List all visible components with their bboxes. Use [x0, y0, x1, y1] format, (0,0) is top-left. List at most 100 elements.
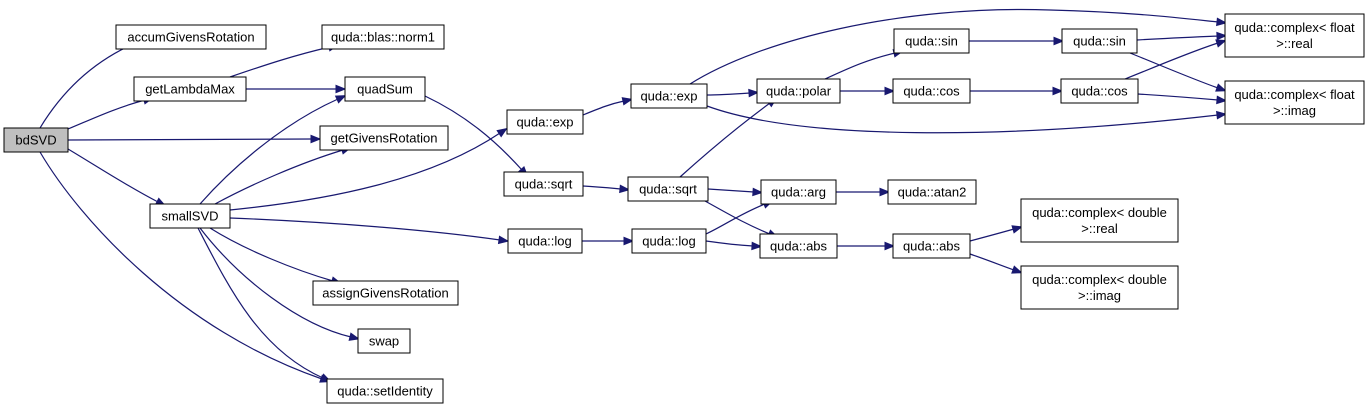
node-accum-givens-rotation[interactable]: accumGivensRotation: [115, 24, 267, 50]
edge-line: [424, 95, 523, 171]
arrowhead: [335, 84, 347, 94]
edge-line: [209, 227, 334, 282]
node-quda-log-1[interactable]: quda::log: [507, 228, 583, 254]
edge-bd-svd-to-get-lambda-max: [67, 96, 155, 130]
node-label: quda::complex< float: [1234, 87, 1355, 102]
edge-quda-cos-2-to-complex-float-imag: [1137, 93, 1228, 105]
node-quda-arg[interactable]: quda::arg: [760, 179, 837, 205]
edge-line: [1124, 42, 1219, 80]
arrowhead: [751, 241, 763, 251]
edge-line: [969, 228, 1015, 242]
arrowhead: [1053, 36, 1065, 46]
edge-line: [229, 132, 501, 211]
node-label: quda::log: [642, 234, 696, 249]
node-quda-abs-2[interactable]: quda::abs: [892, 233, 971, 259]
node-box: [507, 228, 583, 254]
node-label: smallSVD: [161, 209, 218, 224]
arrowhead: [348, 332, 361, 341]
node-label: quda::cos: [903, 84, 960, 99]
edge-line: [706, 105, 1219, 134]
edge-quda-sqrt-2-to-quda-arg: [707, 187, 764, 197]
edge-line: [197, 227, 324, 379]
node-box: [326, 378, 444, 404]
edge-line: [705, 240, 754, 247]
node-label: getLambdaMax: [145, 82, 235, 97]
edge-line: [1137, 93, 1219, 101]
arrowhead: [1216, 110, 1228, 120]
node-complex-float-imag[interactable]: quda::complex< float>::imag: [1224, 80, 1365, 125]
node-box: [1020, 198, 1179, 243]
node-box: [756, 78, 841, 104]
node-box: [630, 83, 708, 109]
edge-quda-arg-to-quda-atan2: [835, 187, 891, 197]
node-quda-log-2[interactable]: quda::log: [631, 228, 707, 254]
node-label: quda::polar: [766, 84, 832, 99]
node-label: assignGivensRotation: [322, 286, 448, 301]
node-label: swap: [369, 334, 399, 349]
node-quda-polar[interactable]: quda::polar: [756, 78, 841, 104]
edge-line: [707, 188, 755, 193]
node-bd-svd[interactable]: bdSVD: [3, 127, 69, 153]
node-quda-cos-1[interactable]: quda::cos: [892, 78, 971, 104]
node-complex-double-real[interactable]: quda::complex< double>::real: [1020, 198, 1179, 243]
edge-line: [67, 138, 313, 141]
node-quda-atan2[interactable]: quda::atan2: [887, 179, 977, 205]
arrowhead: [1216, 31, 1228, 41]
edge-bd-svd-to-small-svd: [67, 148, 167, 207]
node-quda-abs-1[interactable]: quda::abs: [759, 233, 838, 259]
node-label: quda::sqrt: [515, 177, 573, 192]
node-quda-exp-2[interactable]: quda::exp: [630, 83, 708, 109]
edge-quda-log-1-to-quda-log-2: [582, 236, 635, 246]
node-quda-exp-1[interactable]: quda::exp: [506, 109, 584, 135]
node-complex-double-imag[interactable]: quda::complex< double>::imag: [1020, 265, 1179, 310]
node-label: >::imag: [1273, 103, 1316, 118]
edge-quda-abs-1-to-quda-abs-2: [836, 241, 896, 251]
node-label: quda::setIdentity: [337, 384, 433, 399]
arrowhead: [496, 127, 508, 138]
node-label: bdSVD: [15, 133, 56, 148]
edge-quda-sin-1-to-quda-sin-2: [969, 36, 1065, 46]
node-label: quda::complex< double: [1032, 272, 1167, 287]
node-quda-set-identity[interactable]: quda::setIdentity: [326, 378, 444, 404]
nodes-layer: bdSVD accumGivensRotation getLambdaMax smal…: [3, 13, 1365, 404]
arrowhead: [1052, 86, 1064, 96]
node-small-svd[interactable]: smallSVD: [149, 203, 231, 229]
edge-line: [706, 92, 751, 96]
node-assign-givens-rotation[interactable]: assignGivensRotation: [312, 280, 459, 306]
arrowhead: [334, 95, 347, 104]
node-label: getGivensRotation: [331, 131, 438, 146]
node-label: quda::cos: [1071, 84, 1128, 99]
edge-quda-sqrt-1-to-quda-sqrt-2: [582, 184, 631, 194]
edge-quda-sqrt-2-to-quda-polar: [679, 97, 778, 178]
node-quda-sin-1[interactable]: quda::sin: [893, 28, 970, 54]
arrowhead: [1011, 225, 1023, 234]
node-label: >::real: [1276, 36, 1313, 51]
edge-bd-svd-to-get-givens-rotation: [67, 134, 322, 144]
edge-line: [67, 148, 159, 203]
node-label: quda::sin: [1073, 34, 1126, 49]
edge-bd-svd-to-quda-set-identity: [39, 151, 331, 383]
node-label: quda::complex< double: [1032, 205, 1167, 220]
edge-line: [39, 41, 139, 129]
node-quda-sqrt-2[interactable]: quda::sqrt: [627, 176, 709, 202]
node-get-lambda-max[interactable]: getLambdaMax: [133, 76, 247, 102]
node-box: [1020, 265, 1179, 310]
node-quda-sqrt-1[interactable]: quda::sqrt: [503, 171, 584, 197]
edge-line: [705, 203, 766, 235]
edge-small-svd-to-quda-set-identity: [197, 227, 332, 382]
node-quda-blas-norm1[interactable]: quda::blas::norm1: [321, 24, 445, 50]
edge-small-svd-to-quad-sum: [199, 95, 347, 205]
node-quda-cos-2[interactable]: quda::cos: [1060, 78, 1139, 104]
node-complex-float-real[interactable]: quda::complex< float>::real: [1224, 13, 1365, 58]
edge-bd-svd-to-accum-givens-rotation: [39, 38, 147, 129]
node-get-givens-rotation[interactable]: getGivensRotation: [319, 125, 449, 151]
node-box: [631, 228, 707, 254]
node-quad-sum[interactable]: quadSum: [344, 76, 426, 102]
edge-line: [689, 8, 1219, 85]
node-swap[interactable]: swap: [357, 328, 411, 354]
node-quda-sin-2[interactable]: quda::sin: [1061, 28, 1138, 54]
node-box: [1061, 28, 1138, 54]
edge-quda-exp-2-to-complex-float-imag: [706, 105, 1228, 134]
edge-line: [214, 149, 344, 205]
